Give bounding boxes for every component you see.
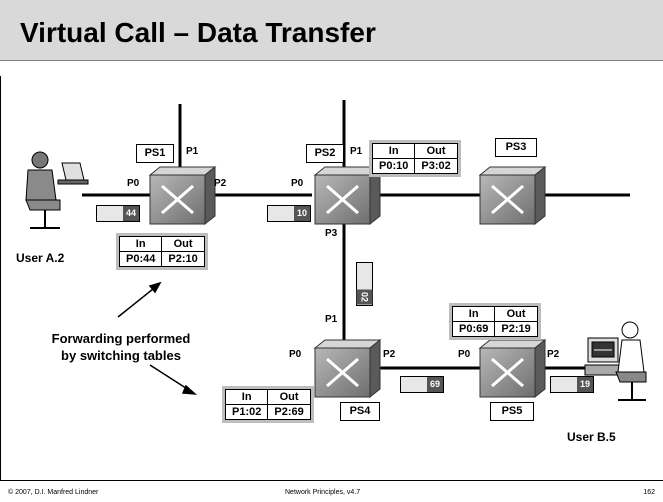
- port-ps2-p0: P0: [291, 178, 304, 189]
- packet-label: 44: [123, 206, 139, 221]
- table-header-in: In: [371, 143, 416, 159]
- packet-19: 19: [550, 376, 594, 393]
- port-ps4-p1: P1: [325, 314, 338, 325]
- packet-69: 69: [400, 376, 444, 393]
- switch-ps2: [313, 165, 382, 226]
- table-header-out: Out: [494, 306, 538, 322]
- packet-02: 02: [356, 262, 373, 306]
- note-arrows: [117, 281, 198, 395]
- table-header-in: In: [224, 389, 269, 405]
- port-ps1-p1: P1: [186, 146, 199, 157]
- table-cell-out: P2:10: [161, 251, 205, 267]
- packet-label: 19: [577, 377, 593, 392]
- table-cell-out: P3:02: [414, 158, 458, 174]
- table-header-in: In: [451, 306, 496, 322]
- ps5-label: PS5: [490, 402, 534, 421]
- packet-10: 10: [267, 205, 311, 222]
- title-bar: Virtual Call – Data Transfer: [0, 0, 663, 61]
- table-cell-in: P0:44: [118, 251, 163, 267]
- table-cell-in: P0:10: [371, 158, 416, 174]
- frame-bottom-line: [0, 480, 663, 481]
- packet-44: 44: [96, 205, 140, 222]
- port-ps5-p0: P0: [458, 349, 471, 360]
- port-ps2-p1: P1: [350, 146, 363, 157]
- switch-ps1: [148, 165, 217, 226]
- forwarding-note-line2: by switching tables: [61, 348, 181, 363]
- table-header-out: Out: [267, 389, 311, 405]
- table-header-out: Out: [414, 143, 458, 159]
- port-ps4-p0: P0: [289, 349, 302, 360]
- table-cell-out: P2:69: [267, 404, 311, 420]
- footer-course: Network Principles, v4.7: [285, 489, 361, 496]
- table-cell-in: P1:02: [224, 404, 269, 420]
- port-ps5-p2: P2: [547, 349, 560, 360]
- user-b-icon: [584, 321, 647, 401]
- footer-copyright: © 2007, D.I. Manfred Lindner: [8, 489, 99, 496]
- slide-title: Virtual Call – Data Transfer: [20, 17, 376, 48]
- title-divider: [0, 60, 663, 61]
- frame-left-line: [0, 76, 1, 480]
- network-links: [82, 100, 630, 370]
- switch-ps4: [313, 338, 382, 399]
- ps3-label: PS3: [495, 138, 537, 157]
- ps4-label: PS4: [340, 402, 380, 421]
- table-header-out: Out: [161, 236, 205, 252]
- page-number: 162: [643, 489, 655, 496]
- port-ps1-p2: P2: [214, 178, 227, 189]
- port-ps2-p3: P3: [325, 228, 338, 239]
- port-ps1-p0: P0: [127, 178, 140, 189]
- table-cell-out: P2:19: [494, 321, 538, 337]
- user-b-label: User B.5: [567, 430, 616, 444]
- port-ps4-p2: P2: [383, 349, 396, 360]
- switch-ps5: [478, 338, 547, 399]
- packet-label: 02: [356, 289, 373, 305]
- packet-label: 10: [294, 206, 310, 221]
- table-cell-in: P0:69: [451, 321, 496, 337]
- packet-label: 69: [427, 377, 443, 392]
- user-a-label: User A.2: [16, 251, 65, 265]
- forwarding-note-line1: Forwarding performed: [51, 331, 191, 346]
- ps1-label: PS1: [136, 144, 174, 163]
- switch-ps3: [478, 165, 547, 226]
- ps2-label: PS2: [306, 144, 344, 163]
- user-a-icon: [25, 151, 89, 229]
- table-header-in: In: [118, 236, 163, 252]
